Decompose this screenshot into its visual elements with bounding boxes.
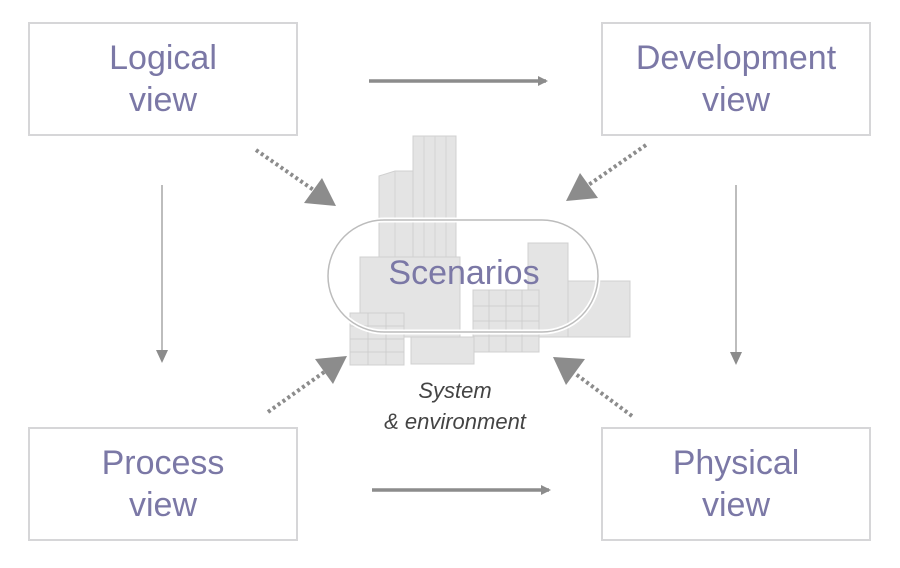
system-environment-buildings — [349, 135, 631, 366]
development-view-title: Development — [635, 39, 837, 77]
physical-view-title: Physical — [672, 444, 800, 482]
arrow-development-to-scenarios — [566, 143, 648, 201]
process-view-subtitle: view — [128, 486, 198, 524]
arrow-logical-to-scenarios — [254, 148, 336, 206]
system-caption-line1: System — [418, 378, 492, 403]
system-environment-caption: System & environment — [340, 375, 570, 437]
building-bottom-block — [410, 336, 475, 365]
system-caption-line2: & environment — [384, 409, 526, 434]
process-view-box[interactable]: Process view — [28, 427, 298, 541]
logical-view-subtitle: view — [128, 81, 198, 119]
development-view-subtitle: view — [701, 81, 771, 119]
process-view-title: Process — [101, 444, 225, 482]
physical-view-subtitle: view — [701, 486, 771, 524]
arrow-physical-to-scenarios — [553, 357, 634, 418]
scenarios-label: Scenarios — [388, 254, 540, 292]
scenarios-pill-outline — [327, 219, 599, 333]
development-view-box[interactable]: Development view — [601, 22, 871, 136]
logical-view-title: Logical — [109, 39, 217, 77]
arrow-process-to-scenarios — [266, 356, 347, 414]
building-right-wide — [567, 280, 631, 338]
physical-view-box[interactable]: Physical view — [601, 427, 871, 541]
arrow-logical-to-process — [156, 185, 168, 363]
arrow-development-to-physical — [730, 185, 742, 365]
logical-view-box[interactable]: Logical view — [28, 22, 298, 136]
